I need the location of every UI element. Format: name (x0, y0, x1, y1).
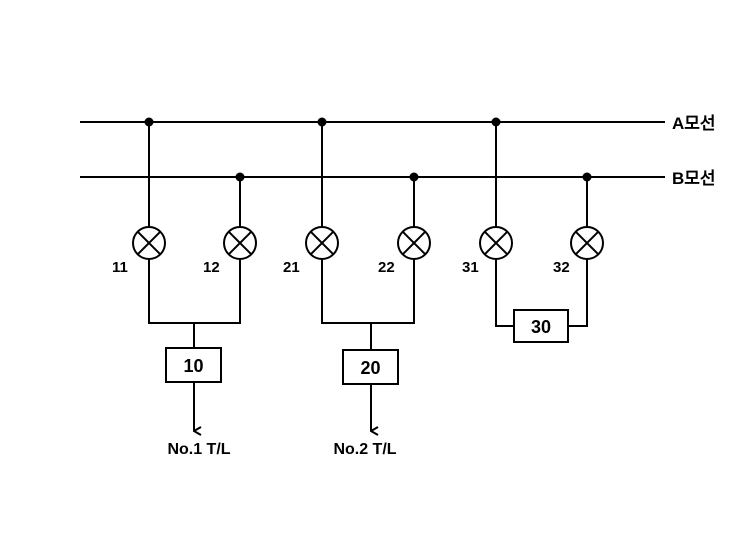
group3-wire-left (495, 259, 514, 327)
breaker-22 (397, 226, 431, 260)
box-10-label: 10 (183, 356, 203, 376)
box-20-label: 20 (360, 358, 380, 378)
box-10 (165, 347, 222, 383)
group1-wire (148, 259, 241, 324)
breaker-11 (132, 226, 166, 260)
output-label-tl1: No.1 T/L (167, 441, 230, 458)
breaker-32 (570, 226, 604, 260)
breaker-21 (305, 226, 339, 260)
breaker-label-12: 12 (203, 259, 220, 276)
box-30-label: 30 (531, 317, 551, 337)
box-30 (513, 309, 569, 343)
breaker-label-32: 32 (553, 259, 570, 276)
bus-b-label: B모선 (672, 169, 716, 188)
breaker-label-11: 11 (112, 259, 128, 276)
bus-a-label: A모선 (672, 114, 716, 133)
breaker-label-22: 22 (378, 259, 395, 276)
group3-wire-right (568, 259, 588, 327)
breaker-label-21: 21 (283, 259, 300, 276)
breaker-12 (223, 226, 257, 260)
breaker-label-31: 31 (462, 259, 479, 276)
output-label-tl2: No.2 T/L (333, 441, 396, 458)
breaker-31 (479, 226, 513, 260)
group2-wire (321, 259, 415, 324)
